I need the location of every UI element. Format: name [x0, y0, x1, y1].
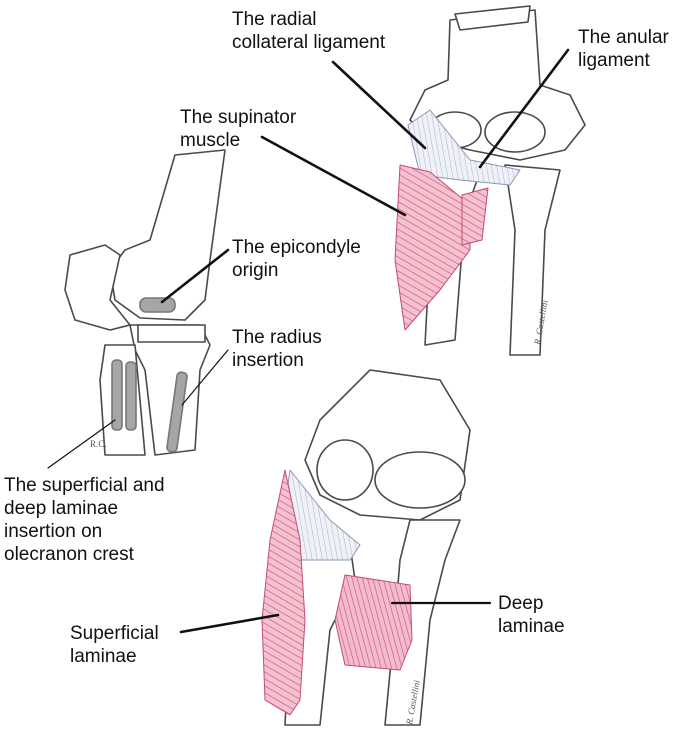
label-supinator-muscle: The supinator muscle — [180, 106, 296, 152]
label-radius-insertion: The radius insertion — [232, 326, 322, 372]
label-line: Superficial — [70, 623, 159, 644]
bottom-elbow-drawing — [261, 369, 471, 726]
leader-supinator — [260, 135, 407, 217]
label-line: Deep — [498, 593, 544, 614]
label-line: laminae — [498, 616, 565, 637]
leader-lines — [47, 48, 570, 634]
leader-radial-collateral — [331, 60, 427, 150]
label-superficial-deep-laminae-insertion: The superficial and deep laminae inserti… — [4, 474, 165, 566]
label-line: The supinator — [180, 107, 297, 128]
label-radial-collateral-ligament: The radial collateral ligament — [232, 8, 385, 54]
leader-superficial-laminae — [179, 613, 280, 634]
label-line: The superficial and — [4, 475, 165, 496]
label-line: The anular — [578, 27, 669, 48]
label-line: ligament — [578, 50, 650, 71]
label-line: insertion — [232, 350, 304, 371]
label-line: The epicondyle — [232, 237, 361, 258]
label-epicondyle-origin: The epicondyle origin — [232, 236, 361, 282]
leader-radius-insertion — [181, 349, 229, 406]
left-elbow-drawing — [64, 149, 226, 456]
label-line: deep laminae — [4, 498, 119, 519]
label-superficial-laminae: Superficial laminae — [70, 622, 159, 668]
label-line: laminae — [70, 646, 137, 667]
label-deep-laminae: Deep laminae — [498, 592, 565, 638]
leader-epicondyle — [160, 248, 230, 304]
label-line: collateral ligament — [232, 32, 386, 53]
label-anular-ligament: The anular ligament — [578, 26, 669, 72]
label-line: The radial — [232, 9, 317, 30]
leader-superficial-deep — [47, 419, 116, 469]
label-line: origin — [232, 260, 279, 281]
label-line: insertion on — [4, 521, 103, 542]
small-initials: R.C. — [90, 439, 107, 449]
label-line: olecranon crest — [4, 544, 134, 565]
label-line: muscle — [180, 130, 241, 151]
leader-anular — [478, 48, 570, 169]
top-elbow-drawing — [394, 5, 586, 356]
label-line: The radius — [232, 327, 322, 348]
